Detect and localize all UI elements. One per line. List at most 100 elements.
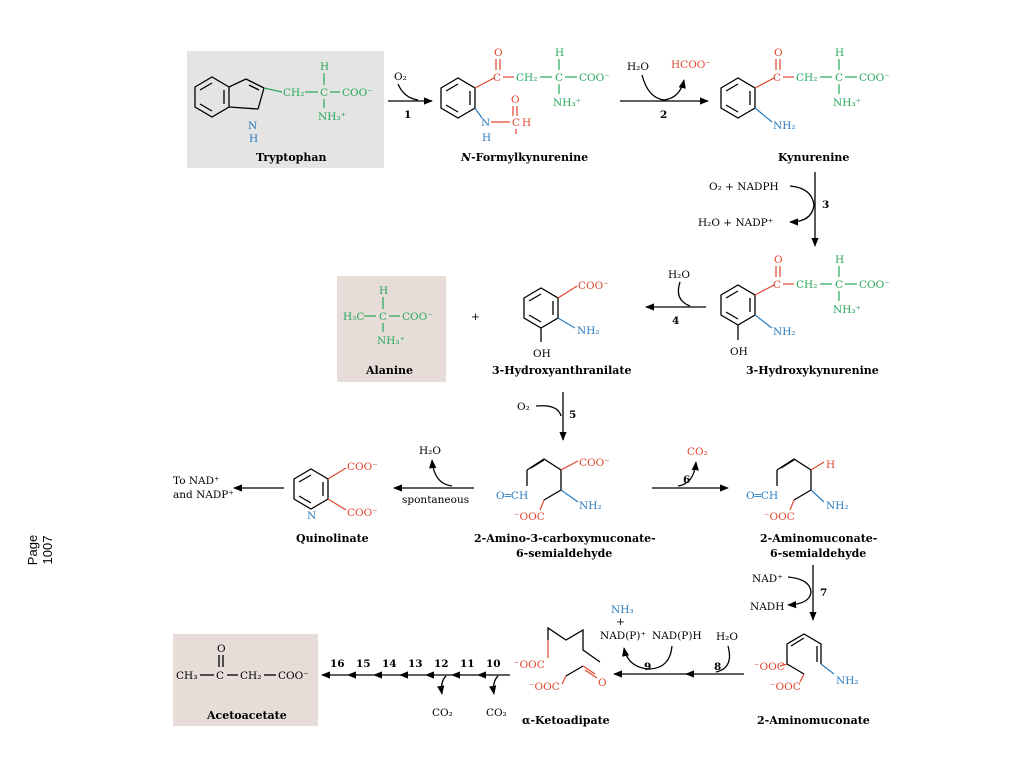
ketoadipate-structure: ⁻OOC ⁻OOC O <box>514 626 607 693</box>
ams-structure: H NH₂ O═CH ⁻OOC <box>746 458 849 523</box>
acms-nh2: NH₂ <box>579 500 602 512</box>
trp-coo: COO⁻ <box>342 87 373 99</box>
aa-ch3: CH₃ <box>176 670 197 682</box>
kyn-coo: COO⁻ <box>859 72 890 84</box>
chain-co2-10: CO₂ <box>486 707 507 719</box>
trp-ch2: CH₂ <box>283 87 304 99</box>
step-1-number: 1 <box>404 109 411 121</box>
trp-nh3: NH₃⁺ <box>318 111 346 123</box>
hk-ch2: CH₂ <box>796 279 817 291</box>
to-nad-line2: and NADP⁺ <box>173 489 234 501</box>
trp-h-top: H <box>320 61 329 73</box>
ams-ooc: ⁻OOC <box>764 511 795 523</box>
step-6-arrow: CO₂ 6 <box>652 446 729 492</box>
kyn-c2: C <box>835 72 843 84</box>
step-8-arrow: H₂O 8 <box>685 631 744 678</box>
acms-name-line2: 6-semialdehyde <box>516 547 612 560</box>
n-formylkynurenine-name: N-Formylkynurenine <box>460 151 588 164</box>
step-9-number: 9 <box>644 661 651 673</box>
spontaneous-arrow: H₂O spontaneous <box>393 445 474 506</box>
nfk-c1: C <box>493 72 501 84</box>
kynurenine-name: Kynurenine <box>778 151 849 164</box>
to-nad-line1: To NAD⁺ <box>173 475 220 487</box>
nfk-c3: C <box>512 117 520 129</box>
step-1-o2: O₂ <box>394 71 407 83</box>
to-nad-arrow: To NAD⁺ and NADP⁺ <box>173 475 284 501</box>
nfk-nh3: NH₃⁺ <box>553 97 581 109</box>
ketoadipate-name: α-Ketoadipate <box>522 714 610 727</box>
nfk-o2: O <box>511 94 520 106</box>
spontaneous-h2o: H₂O <box>419 445 441 457</box>
trp-h: H <box>249 133 258 145</box>
trp-nh: N <box>248 120 257 132</box>
chain-step-13: 13 <box>408 658 423 670</box>
quinolinate-name: Quinolinate <box>296 532 369 545</box>
tryptophan-highlight-box <box>187 51 384 168</box>
aa-ch2: CH₂ <box>240 670 261 682</box>
ka-ooc-top: ⁻OOC <box>514 659 545 671</box>
step-2-arrow: H₂O HCOO⁻ 2 <box>620 59 711 121</box>
step-7-number: 7 <box>820 587 827 599</box>
step-3-number: 3 <box>822 199 829 211</box>
kyn-c1: C <box>773 72 781 84</box>
alanine-highlight-box <box>337 276 446 382</box>
ha-oh: OH <box>533 348 551 360</box>
ha-coo: COO⁻ <box>578 280 609 292</box>
acms-structure: COO⁻ NH₂ O═CH ⁻OOC <box>496 457 610 523</box>
hk-oh: OH <box>730 346 748 358</box>
hydroxyanthranilate-structure: COO⁻ NH₂ OH <box>523 280 609 360</box>
step-9-plus: + <box>616 616 625 628</box>
spontaneous-label: spontaneous <box>402 494 469 506</box>
step-5-o2: O₂ <box>517 401 530 413</box>
chain-step-16: 16 <box>330 658 345 670</box>
ams-name-line1: 2-Aminomuconate- <box>760 532 877 545</box>
step-7-arrow: NAD⁺ NADH 7 <box>750 565 827 621</box>
nfk-coo: COO⁻ <box>579 72 610 84</box>
hydroxykynurenine-structure: C O CH₂ C H NH₃⁺ COO⁻ NH₂ OH <box>720 254 890 358</box>
chain-step-11: 11 <box>460 658 475 670</box>
ala-nh3: NH₃⁺ <box>377 335 405 347</box>
nfk-nh: H <box>482 132 491 144</box>
acms-coo: COO⁻ <box>579 457 610 469</box>
tryptophan-structure: N H CH₂ C H NH₃⁺ COO⁻ <box>194 61 373 145</box>
step-2-hcoo: HCOO⁻ <box>671 59 711 71</box>
acetoacetate-highlight-box <box>173 634 318 726</box>
chain-step-14: 14 <box>382 658 397 670</box>
kyn-nh2: NH₂ <box>773 120 796 132</box>
alanine-structure: H₃C C H NH₃⁺ COO⁻ <box>343 285 433 347</box>
step-3-out: H₂O + NADP⁺ <box>698 217 773 229</box>
quin-coo-bot: COO⁻ <box>347 507 378 519</box>
ala-h3c: H₃C <box>343 311 364 323</box>
nfk-c2: C <box>555 72 563 84</box>
n-formylkynurenine-structure: C O CH₂ C H NH₃⁺ COO⁻ N H C O H <box>440 47 610 144</box>
step-5-arrow: O₂ 5 <box>517 392 576 441</box>
hk-nh2: NH₂ <box>773 326 796 338</box>
nfk-h-formyl: H <box>522 117 531 129</box>
step-3-in: O₂ + NADPH <box>709 181 779 193</box>
hk-h: H <box>835 254 844 266</box>
hydroxykynurenine-name: 3-Hydroxykynurenine <box>746 364 879 377</box>
step-9-nadp-ox: NAD(P)⁺ <box>600 630 646 642</box>
acms-name-line1: 2-Amino-3-carboxymuconate- <box>474 532 656 545</box>
acms-ocH: O═CH <box>496 490 528 502</box>
am-nh2: NH₂ <box>836 675 859 687</box>
chain-step-12: 12 <box>434 658 449 670</box>
ala-coo: COO⁻ <box>402 311 433 323</box>
step-8-number: 8 <box>714 661 721 673</box>
ala-c: C <box>379 311 387 323</box>
nfk-ch2: CH₂ <box>516 72 537 84</box>
hk-coo: COO⁻ <box>859 279 890 291</box>
ka-ooc-bot: ⁻OOC <box>529 681 560 693</box>
step-8-h2o: H₂O <box>716 631 738 643</box>
ka-o: O <box>598 677 607 689</box>
aa-o: O <box>217 643 226 655</box>
plus-sign: + <box>471 311 480 323</box>
steps-chain: 16 15 14 13 12 11 10 CO₂ CO₂ <box>321 658 510 719</box>
hk-o: O <box>774 254 783 266</box>
alanine-name: Alanine <box>365 364 413 377</box>
nfk-h-top: H <box>555 47 564 59</box>
aa-coo: COO⁻ <box>278 670 309 682</box>
quin-n: N <box>307 510 316 522</box>
kyn-o: O <box>774 47 783 59</box>
